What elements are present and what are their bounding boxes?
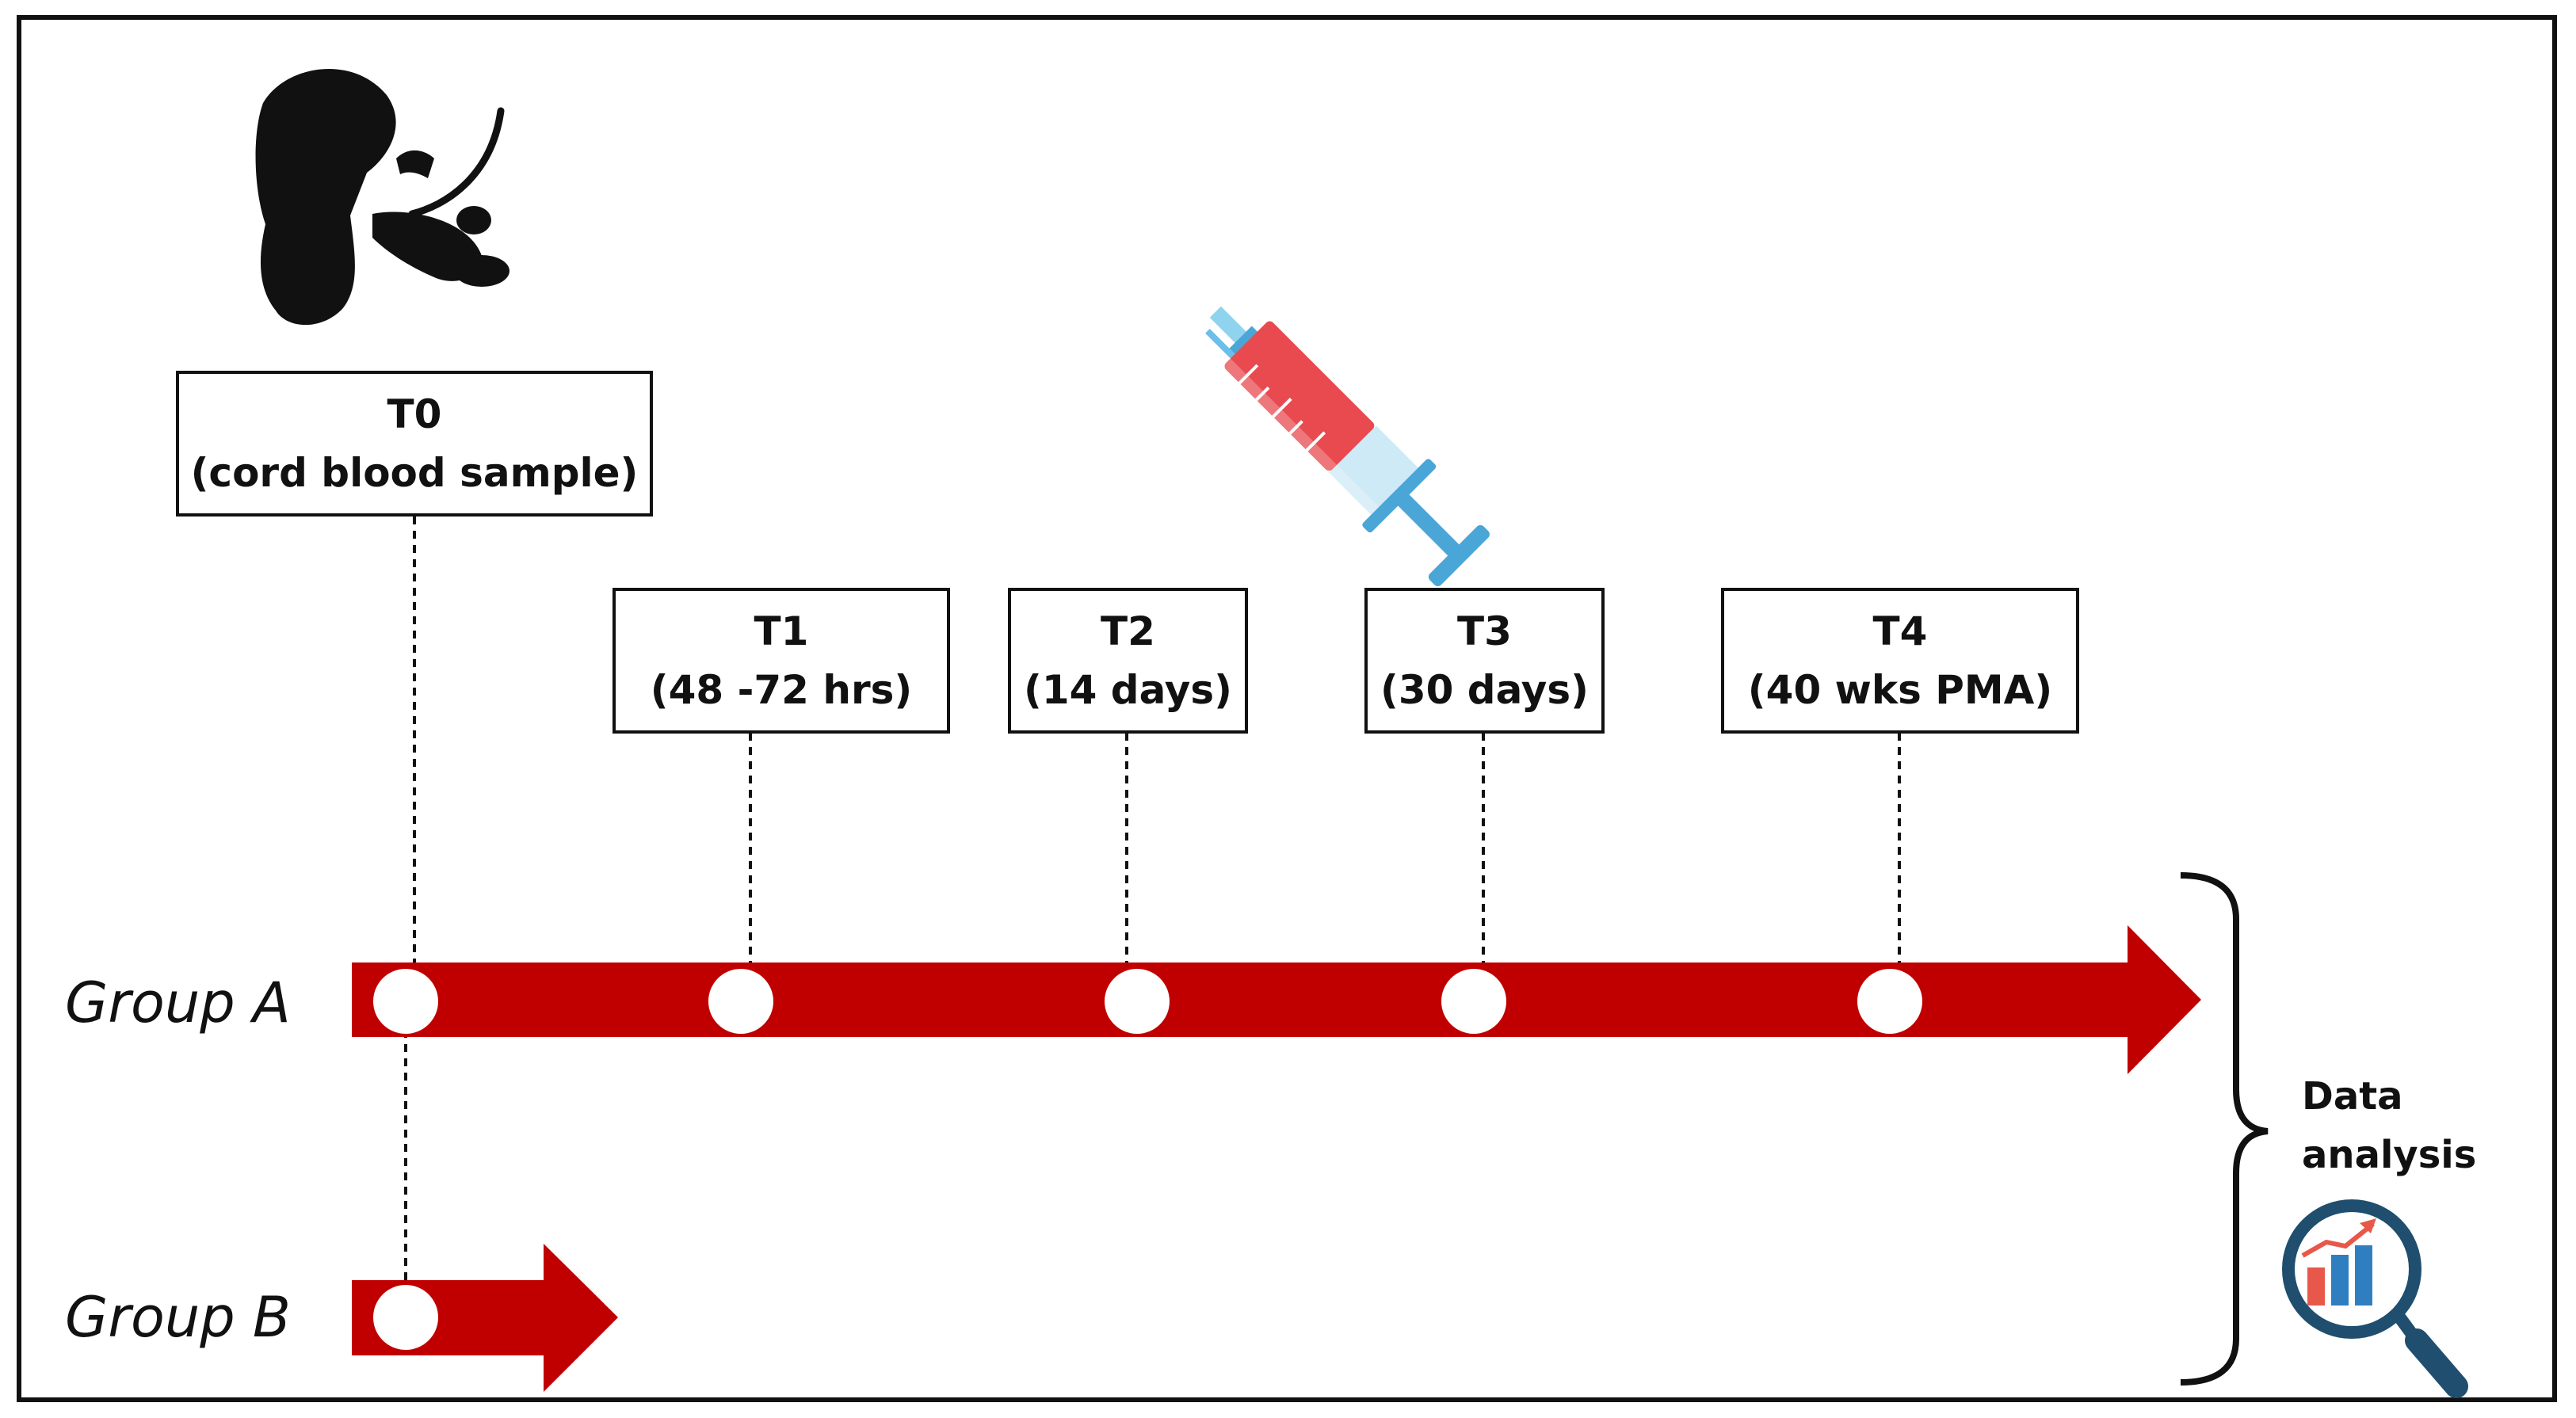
timepoint-box-t4: T4 (40 wks PMA) <box>1721 588 2079 734</box>
timepoint-box-t2: T2 (14 days) <box>1008 588 1248 734</box>
timepoint-marker-group-b <box>373 1285 438 1350</box>
timepoint-box-t0: T0 (cord blood sample) <box>176 371 653 517</box>
group-a-arrow <box>352 925 2201 1074</box>
timepoint-detail: (48 -72 hrs) <box>650 667 913 713</box>
data-analysis-label: Data analysis <box>2302 1067 2476 1184</box>
timepoint-label: T3 <box>1457 608 1512 654</box>
timepoint-marker-t1 <box>708 969 773 1034</box>
outer-frame <box>17 15 2557 1402</box>
timepoint-detail: (14 days) <box>1023 667 1233 713</box>
timepoint-label: T2 <box>1101 608 1155 654</box>
dashed-connectors <box>404 517 1901 1295</box>
group-b-arrow <box>352 1244 618 1392</box>
timepoint-marker-t0 <box>373 969 438 1034</box>
syringe-icon <box>1205 306 1490 586</box>
data-analysis-bracket <box>2180 872 2269 1386</box>
timepoint-marker-t4 <box>1857 969 1922 1034</box>
timepoint-label: T1 <box>754 608 809 654</box>
timepoint-marker-t3 <box>1441 969 1506 1034</box>
timepoint-detail: (40 wks PMA) <box>1747 667 2053 713</box>
group-b-label: Group B <box>65 1285 291 1350</box>
timepoint-label: T0 <box>387 391 442 437</box>
timepoint-detail: (30 days) <box>1380 667 1589 713</box>
data-analysis-line1: Data <box>2302 1074 2403 1119</box>
fetus-icon <box>255 68 509 326</box>
timepoint-box-t1: T1 (48 -72 hrs) <box>613 588 950 734</box>
timepoint-detail: (cord blood sample) <box>190 450 639 496</box>
timepoint-marker-t2 <box>1105 969 1170 1034</box>
data-analysis-magnifier-icon <box>2282 1199 2468 1398</box>
data-analysis-line2: analysis <box>2302 1133 2477 1177</box>
timepoint-label: T4 <box>1872 608 1928 654</box>
timepoint-box-t3: T3 (30 days) <box>1364 588 1605 734</box>
group-a-label: Group A <box>65 970 291 1035</box>
